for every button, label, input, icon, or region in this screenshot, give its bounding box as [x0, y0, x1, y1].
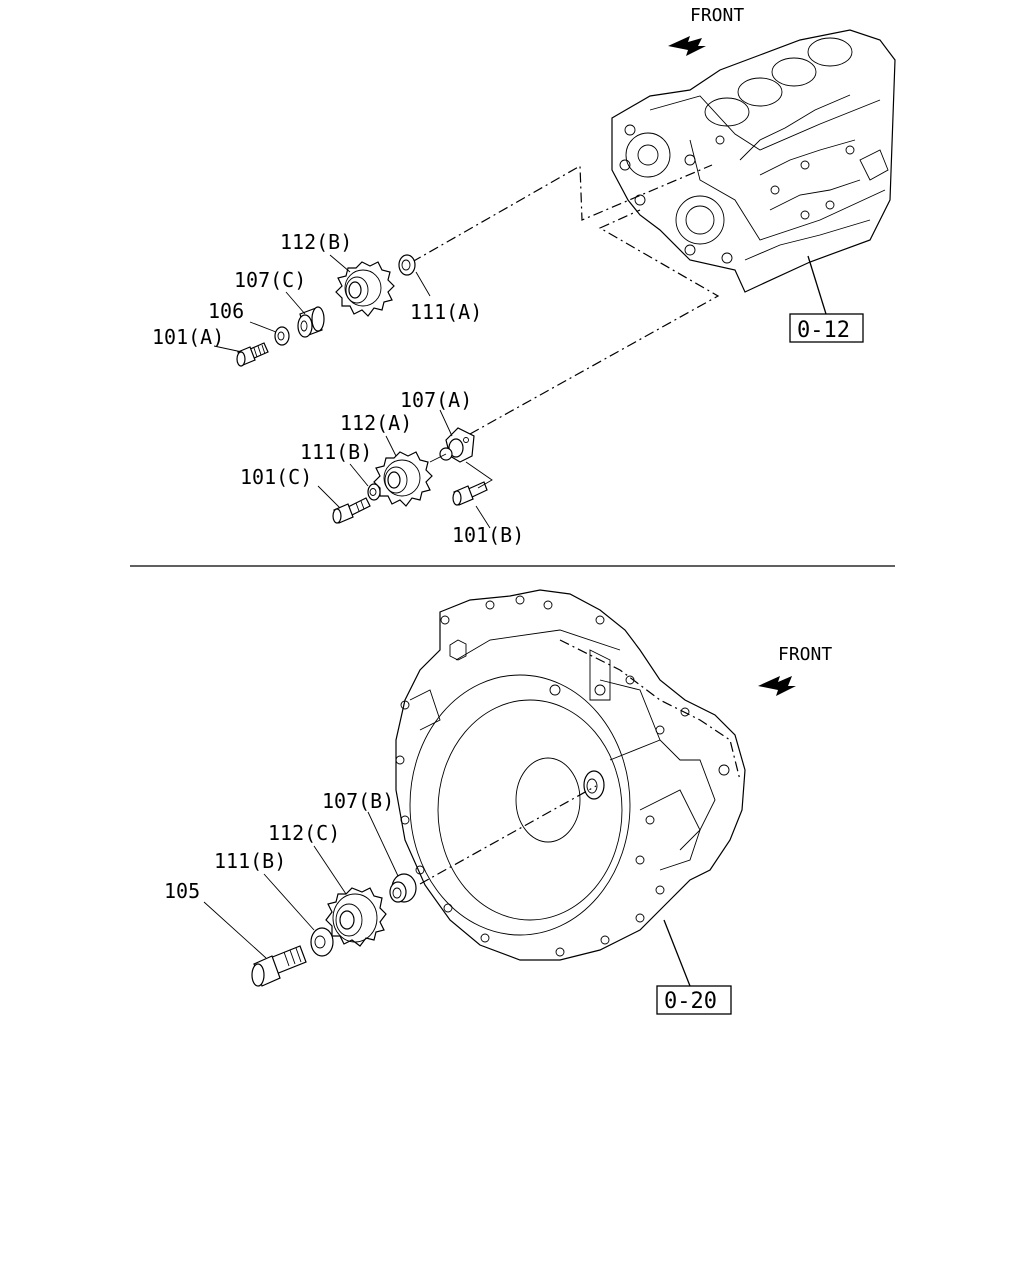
- svg-text:0-12: 0-12: [797, 318, 850, 343]
- leader-101-a: [213, 345, 243, 353]
- leader-107-a: [439, 409, 453, 437]
- bolt-101-a: [236, 342, 269, 367]
- label-106: 106: [208, 299, 244, 323]
- label-112-c: 112(C): [268, 821, 340, 845]
- leader-112-c: [313, 845, 347, 895]
- washer-111-a: [398, 254, 416, 276]
- cylinder-block: [611, 29, 896, 293]
- label-107-c: 107(C): [234, 268, 306, 292]
- axis-line-lower: [469, 209, 720, 435]
- gear-112-c: [325, 887, 387, 947]
- leader-101-c: [317, 485, 341, 509]
- label-111-b-bottom: 111(B): [214, 849, 286, 873]
- leader-101-b: [475, 505, 491, 529]
- label-112-b: 112(B): [280, 230, 352, 254]
- label-107-a: 107(A): [400, 388, 472, 412]
- washer-111-b-bottom: [310, 927, 334, 957]
- leader-111-b-bottom: [263, 873, 315, 931]
- bushing-107-b: [389, 873, 417, 903]
- top-diagram: FRONT: [152, 5, 896, 547]
- leader-112-a: [385, 435, 397, 457]
- leader-106: [249, 321, 277, 333]
- label-107-b: 107(B): [322, 789, 394, 813]
- gear-112-a: [373, 451, 433, 507]
- front-label-bottom: FRONT: [778, 644, 832, 665]
- leader-107-b: [367, 811, 399, 877]
- label-111-b-top: 111(B): [300, 440, 372, 464]
- label-101-b: 101(B): [452, 523, 524, 547]
- front-arrow-top-icon: [668, 36, 706, 56]
- ref-box-0-12: 0-12: [789, 255, 864, 343]
- ref-box-0-20: 0-20: [656, 919, 732, 1015]
- label-101-c: 101(C): [240, 465, 312, 489]
- leader-111-a: [415, 271, 431, 297]
- label-105: 105: [164, 879, 200, 903]
- bolt-101-c: [332, 497, 371, 524]
- bushing-107-a: [439, 427, 475, 463]
- front-arrow-bottom-icon: [758, 676, 796, 696]
- label-111-a: 111(A): [410, 300, 482, 324]
- bolt-105: [251, 945, 307, 987]
- front-label-top: FRONT: [690, 5, 744, 26]
- label-112-a: 112(A): [340, 411, 412, 435]
- gear-112-b: [335, 261, 395, 317]
- leader-107-c: [285, 291, 306, 315]
- leader-105: [203, 901, 267, 959]
- washer-111-b-top: [367, 483, 381, 501]
- svg-text:0-20: 0-20: [664, 989, 717, 1014]
- washer-106: [274, 326, 290, 346]
- axis-line-upper: [411, 164, 713, 263]
- axis-line-bottom: [419, 785, 597, 885]
- leader-111-b-top: [349, 463, 369, 487]
- leader-112-b: [329, 254, 351, 273]
- bushing-107-c: [297, 306, 325, 338]
- label-101-a: 101(A): [152, 325, 224, 349]
- bottom-diagram: FRONT: [164, 589, 832, 1015]
- flywheel-housing: [395, 589, 746, 961]
